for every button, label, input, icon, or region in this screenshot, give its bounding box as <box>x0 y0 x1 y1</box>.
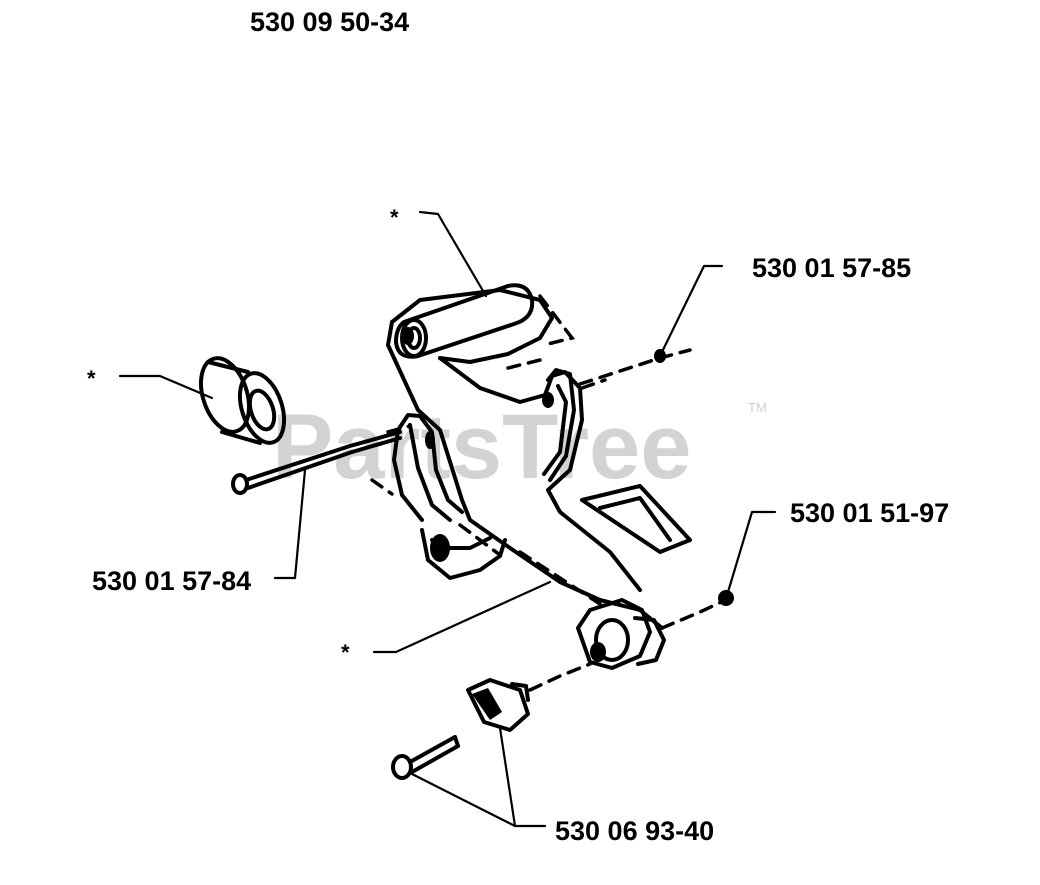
label-530-01-51-97: 530 01 51-97 <box>790 498 949 528</box>
long-bolt <box>231 430 402 495</box>
rubber-roller <box>394 283 535 359</box>
label-530-06-93-40: 530 06 93-40 <box>555 816 714 846</box>
asterisk-bottom: * <box>341 640 350 665</box>
leader-lines <box>118 210 777 828</box>
short-screw <box>391 735 460 780</box>
bracket-body <box>386 288 692 670</box>
watermark-trademark: TM <box>748 400 767 415</box>
label-530-01-57-85: 530 01 57-85 <box>752 253 911 283</box>
watermark-text: PartsTree <box>272 396 691 498</box>
label-530-01-57-84: 530 01 57-84 <box>92 566 251 596</box>
nut <box>466 678 530 732</box>
washer <box>718 590 734 606</box>
bushing-grommet <box>199 356 287 445</box>
assembly-number: 530 09 50-34 <box>250 7 409 37</box>
asterisk-left: * <box>87 366 96 391</box>
asterisk-top: * <box>390 205 399 230</box>
